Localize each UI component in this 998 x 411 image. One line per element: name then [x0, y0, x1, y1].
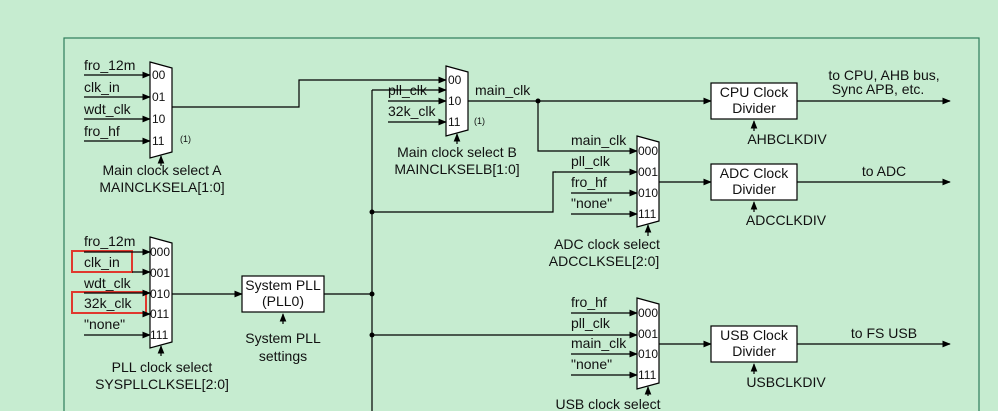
pll-mux-input-label: clk_in — [84, 254, 120, 270]
pll-clk-net — [324, 86, 638, 411]
adc-divider-label: ADC Clock — [720, 165, 789, 181]
mux-a-inputs: fro_12m clk_in wdt_clk fro_hf 00 01 10 1… — [83, 57, 191, 148]
usb-clock-divider: USB Clock Divider to FS USB USBCLKDIV — [659, 325, 951, 390]
adc-mux-input-label: pll_clk — [571, 153, 611, 169]
cpu-divider-label: CPU Clock — [720, 84, 789, 100]
system-pll: System PLL (PLL0) System PLL settings — [172, 275, 325, 364]
mux-a-sel-code: 10 — [152, 112, 166, 126]
mux-a-sel-code: 01 — [152, 90, 166, 104]
adc-divider-box — [710, 163, 798, 201]
adc-mux-input-label: "none" — [571, 195, 612, 211]
main-clock-select-b: pll_clk 32k_clk 00 10 11 (1) Main clock … — [388, 65, 520, 177]
system-pll-settings-label: settings — [259, 348, 307, 364]
adc-output-label: to ADC — [862, 163, 906, 179]
pll-mux-input-label: fro_12m — [84, 233, 135, 249]
pll-mux-sel-code: 001 — [150, 266, 170, 280]
cpu-clock-divider: CPU Clock Divider to CPU, AHB bus, Sync … — [710, 67, 951, 147]
wire-main-clk-a — [172, 76, 447, 108]
mux-b-caption: Main clock select B — [397, 144, 517, 160]
adc-clock-divider: ADC Clock Divider to ADC ADCCLKDIV — [659, 163, 951, 228]
cpu-output-label: Sync APB, etc. — [832, 81, 925, 97]
mux-a-input-label: wdt_clk — [83, 101, 132, 117]
system-pll-settings-label: System PLL — [245, 330, 321, 346]
mux-b-register: MAINCLKSELB[1:0] — [394, 161, 519, 177]
usb-mux-shape — [636, 297, 660, 390]
usb-mux-input-label: fro_hf — [571, 294, 607, 310]
pll-clock-select: fro_12m clk_in wdt_clk 32k_clk "none" 00… — [71, 233, 229, 392]
pll-mux-sel-code: 000 — [150, 245, 170, 259]
cpu-divider-box — [710, 82, 798, 120]
adc-mux-input-label: fro_hf — [571, 174, 607, 190]
adc-mux-input-label: main_clk — [571, 132, 627, 148]
usb-mux-sel-code: 001 — [638, 327, 658, 341]
cpu-divider-label: Divider — [732, 100, 776, 116]
adc-mux-shape — [636, 135, 660, 228]
usb-divider-label: Divider — [732, 343, 776, 359]
usb-mux-sel-code: 010 — [638, 347, 658, 361]
usb-mux-input-label: pll_clk — [571, 315, 611, 331]
diagram-frame — [63, 37, 980, 411]
highlight-clk-in — [71, 250, 133, 273]
system-pll-label: System PLL — [245, 277, 321, 293]
mux-a-input-label: clk_in — [84, 79, 120, 95]
pll-mux-input-label: wdt_clk — [83, 275, 132, 291]
usb-mux-input-label: main_clk — [571, 335, 627, 351]
mux-a-shape — [149, 61, 173, 159]
usb-divider-label: USB Clock — [720, 327, 789, 343]
junction-dot — [369, 291, 375, 297]
cpu-output-label: to CPU, AHB bus, — [828, 67, 939, 83]
junction-dot — [369, 332, 375, 338]
mux-a-footnote: (1) — [180, 134, 191, 144]
usb-mux-input-label: "none" — [571, 356, 612, 372]
usb-ctrl-label: USBCLKDIV — [746, 374, 826, 390]
mux-b-shape — [445, 65, 469, 137]
mux-b-sel-code: 00 — [448, 73, 462, 87]
mux-b-footnote: (1) — [474, 116, 485, 126]
mux-a-input-label: fro_hf — [84, 123, 120, 139]
pll-mux-caption: PLL clock select — [112, 359, 213, 375]
adc-ctrl-label: ADCCLKDIV — [746, 212, 827, 228]
adc-mux-sel-code: 111 — [638, 207, 657, 221]
adc-mux-caption: ADC clock select — [554, 236, 660, 252]
junction-dot — [369, 209, 375, 215]
highlight-32k-clk — [71, 291, 147, 314]
mux-b-input-label: 32k_clk — [388, 103, 436, 119]
usb-clock-select: fro_hf pll_clk main_clk "none" 000 001 0… — [555, 294, 660, 411]
pll-mux-sel-code: 011 — [150, 307, 169, 321]
usb-mux-sel-code: 000 — [638, 306, 658, 320]
adc-mux-register: ADCCLKSEL[2:0] — [549, 253, 660, 269]
mux-a-sel-code: 00 — [152, 68, 166, 82]
main-clock-select-a: fro_12m clk_in wdt_clk fro_hf 00 01 10 1… — [83, 57, 225, 195]
mux-b-sel-code: 11 — [448, 115, 461, 129]
mux-a-caption: Main clock select A — [102, 162, 222, 178]
adc-clock-select: main_clk pll_clk fro_hf "none" 000 001 0… — [549, 132, 660, 269]
usb-divider-box — [710, 325, 798, 363]
usb-output-label: to FS USB — [851, 325, 917, 341]
pll-mux-sel-code: 010 — [150, 287, 170, 301]
pll-mux-register: SYSPLLCLKSEL[2:0] — [95, 376, 229, 392]
wire-main-clk-to-adc — [537, 101, 638, 155]
adc-mux-sel-code: 001 — [638, 165, 658, 179]
pll-mux-input-label: "none" — [84, 316, 125, 332]
mux-a-sel-code: 11 — [152, 134, 165, 148]
usb-mux-caption: USB clock select — [555, 396, 660, 411]
pll-mux-sel-code: 111 — [150, 328, 169, 342]
mux-a-input-label: fro_12m — [84, 57, 135, 73]
adc-divider-label: Divider — [732, 181, 776, 197]
mux-b-sel-code: 10 — [448, 94, 462, 108]
system-pll-label: (PLL0) — [262, 293, 304, 309]
pll-mux-input-label: 32k_clk — [84, 295, 132, 311]
mux-a-register: MAINCLKSELA[1:0] — [99, 179, 224, 195]
main-clk-label: main_clk — [475, 82, 531, 98]
adc-mux-sel-code: 000 — [638, 144, 658, 158]
system-pll-box — [241, 275, 325, 313]
usb-mux-sel-code: 111 — [638, 368, 657, 382]
cpu-ctrl-label: AHBCLKDIV — [747, 131, 827, 147]
adc-mux-sel-code: 010 — [638, 186, 658, 200]
